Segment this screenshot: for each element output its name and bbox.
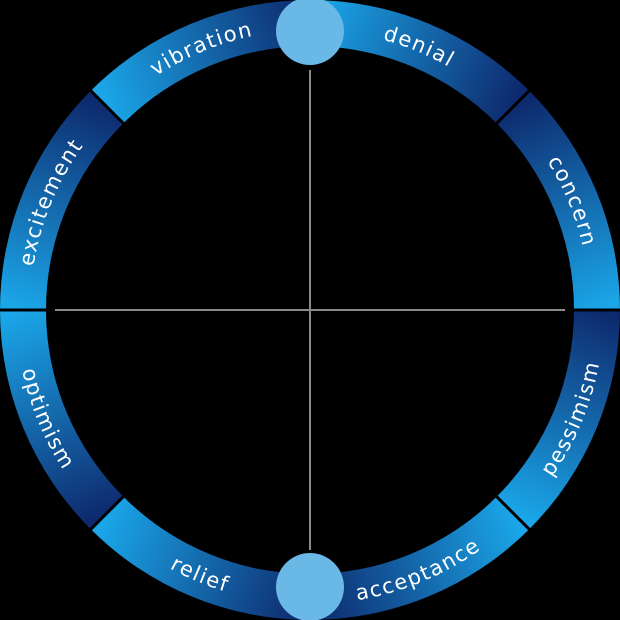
ring-segment-acceptance [310,496,530,620]
marker-bottom [276,553,344,620]
marker-top [276,0,344,65]
segment-separator [89,494,126,531]
ring-segment-vibration [90,0,310,124]
segment-separator [89,89,126,126]
ring-segment-pessimism [496,310,620,530]
ring-segment-denial [310,0,530,124]
ring-segment-optimism [0,310,124,530]
ring-segment-concern [496,90,620,310]
markers [276,0,344,620]
segment-separator [494,494,531,531]
ring-segment-relief [90,496,310,620]
segment-separator [494,89,531,126]
ring-segment-excitement [0,90,124,310]
